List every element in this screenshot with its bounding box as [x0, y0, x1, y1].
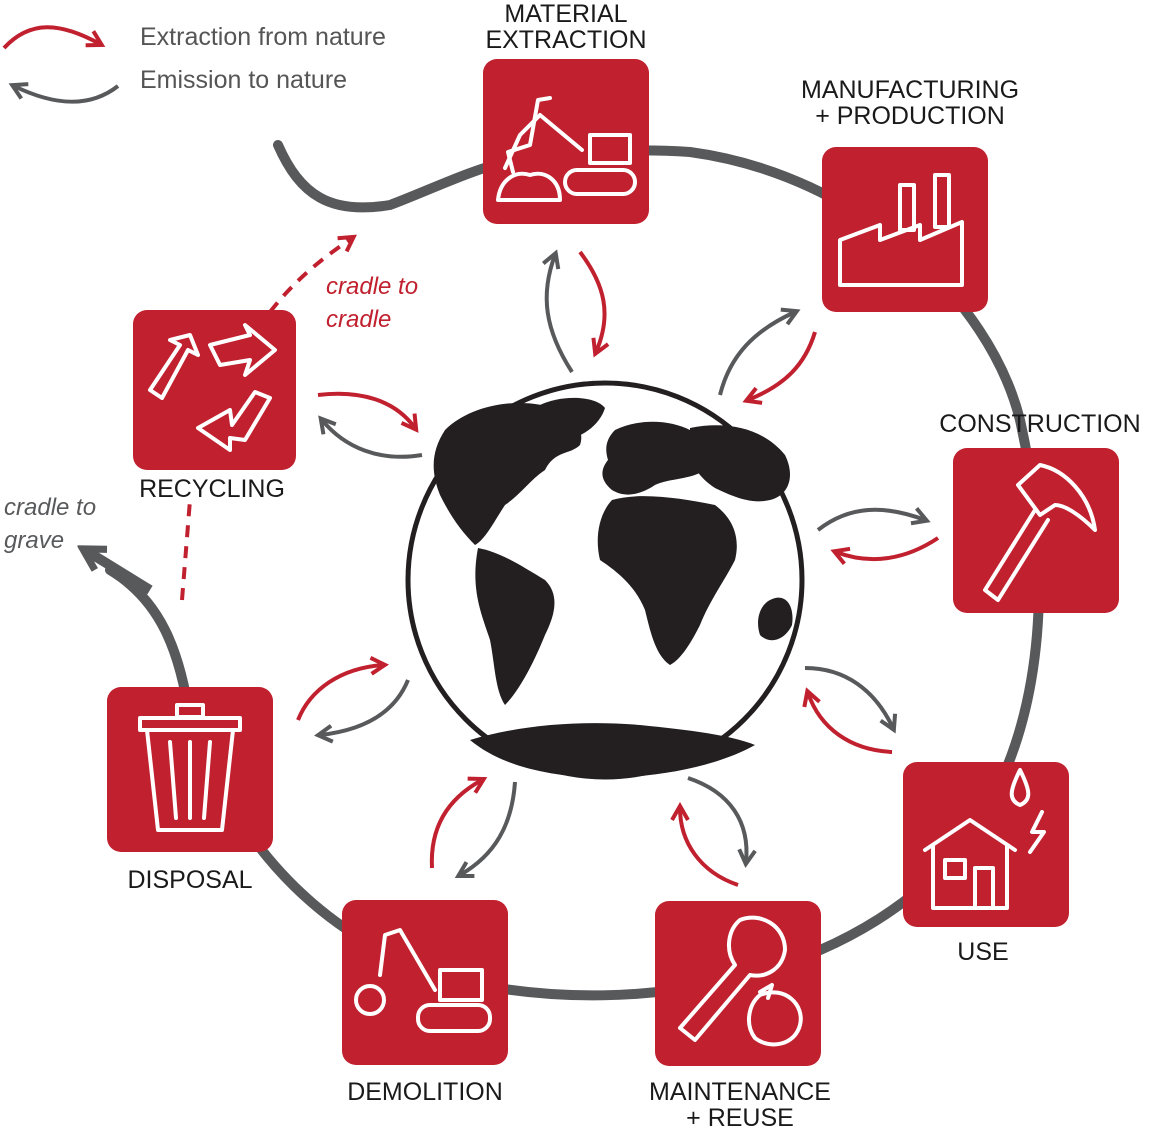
- stage-disposal: DISPOSAL: [107, 687, 273, 894]
- stage-manufacturing-label-line1: MANUFACTURING: [801, 76, 1019, 104]
- stage-manufacturing-label-line2: + PRODUCTION: [815, 102, 1005, 130]
- emission-arrow-demolition: [454, 781, 517, 878]
- wrench-icon: [678, 915, 803, 1047]
- emission-arrow-recycling: [318, 415, 423, 459]
- cradle-to-cradle-note-line1: cradle to: [326, 273, 418, 300]
- stage-demolition-label: DEMOLITION: [347, 1078, 503, 1106]
- emission-arrow-material: [542, 249, 574, 374]
- stage-use: USE: [903, 762, 1069, 966]
- extraction-arrow-disposal: [296, 656, 390, 721]
- legend-extraction-label: Extraction from nature: [140, 23, 386, 51]
- stage-demolition: DEMOLITION: [342, 900, 508, 1106]
- stage-material-extraction: MATERIAL EXTRACTION: [483, 0, 649, 224]
- hammer-icon: [983, 463, 1097, 602]
- extraction-arrow-recycling: [317, 391, 419, 433]
- stage-material-extraction-box: [483, 59, 649, 224]
- stage-maintenance-label-line2: + REUSE: [686, 1104, 794, 1132]
- recycle-icon: [148, 323, 277, 452]
- stage-recycling-box: [133, 310, 296, 470]
- extraction-arrow-demolition: [429, 776, 488, 869]
- stage-material-extraction-label-line1: MATERIAL: [504, 0, 627, 28]
- extraction-arrow-manufacturing: [742, 331, 817, 405]
- cradle-to-cradle-path: [180, 499, 192, 601]
- legend-extraction-arrow: [2, 25, 106, 50]
- emission-arrow-manufacturing: [718, 307, 801, 396]
- extraction-arrow-maintenance: [670, 801, 739, 887]
- cradle-to-grave-arrow: [88, 552, 153, 595]
- factory-icon: [838, 173, 964, 287]
- legend-emission-label: Emission to nature: [140, 66, 347, 94]
- cradle-to-grave-note-line1: cradle to: [4, 494, 96, 521]
- wrecking-ball-icon: [354, 928, 492, 1033]
- globe-icon: [405, 380, 805, 780]
- house-icon: [923, 768, 1046, 910]
- excavator-icon: [496, 96, 637, 202]
- extraction-arrow-construction: [830, 536, 940, 566]
- legend: Extraction from nature Emission to natur…: [2, 23, 386, 104]
- legend-emission-arrow: [8, 82, 120, 104]
- emission-arrow-disposal: [314, 679, 410, 744]
- trash-can-icon: [138, 703, 242, 832]
- stage-recycling-label: RECYCLING: [139, 475, 285, 503]
- stage-maintenance-box: [655, 901, 821, 1066]
- stage-material-extraction-label-line2: EXTRACTION: [485, 26, 646, 54]
- stage-manufacturing: MANUFACTURING + PRODUCTION: [801, 76, 1019, 312]
- stage-use-label: USE: [957, 938, 1008, 966]
- stage-recycling: RECYCLING: [133, 310, 296, 503]
- cradle-to-cradle-note-line2: cradle: [326, 306, 391, 333]
- stage-maintenance-label-line1: MAINTENANCE: [649, 1078, 831, 1106]
- stage-maintenance: MAINTENANCE + REUSE: [649, 901, 831, 1132]
- flow-arrows: [296, 249, 940, 887]
- stage-disposal-label: DISPOSAL: [127, 866, 252, 894]
- emission-arrow-use: [804, 666, 898, 734]
- stage-construction-label: CONSTRUCTION: [939, 410, 1140, 438]
- emission-arrow-construction: [816, 507, 931, 532]
- emission-arrow-maintenance: [687, 776, 757, 869]
- extraction-arrow-material: [578, 250, 610, 358]
- extraction-arrow-use: [802, 687, 893, 754]
- stage-construction: CONSTRUCTION: [939, 410, 1141, 613]
- cradle-to-grave-note-line2: grave: [4, 527, 64, 554]
- stage-use-box: [903, 762, 1069, 927]
